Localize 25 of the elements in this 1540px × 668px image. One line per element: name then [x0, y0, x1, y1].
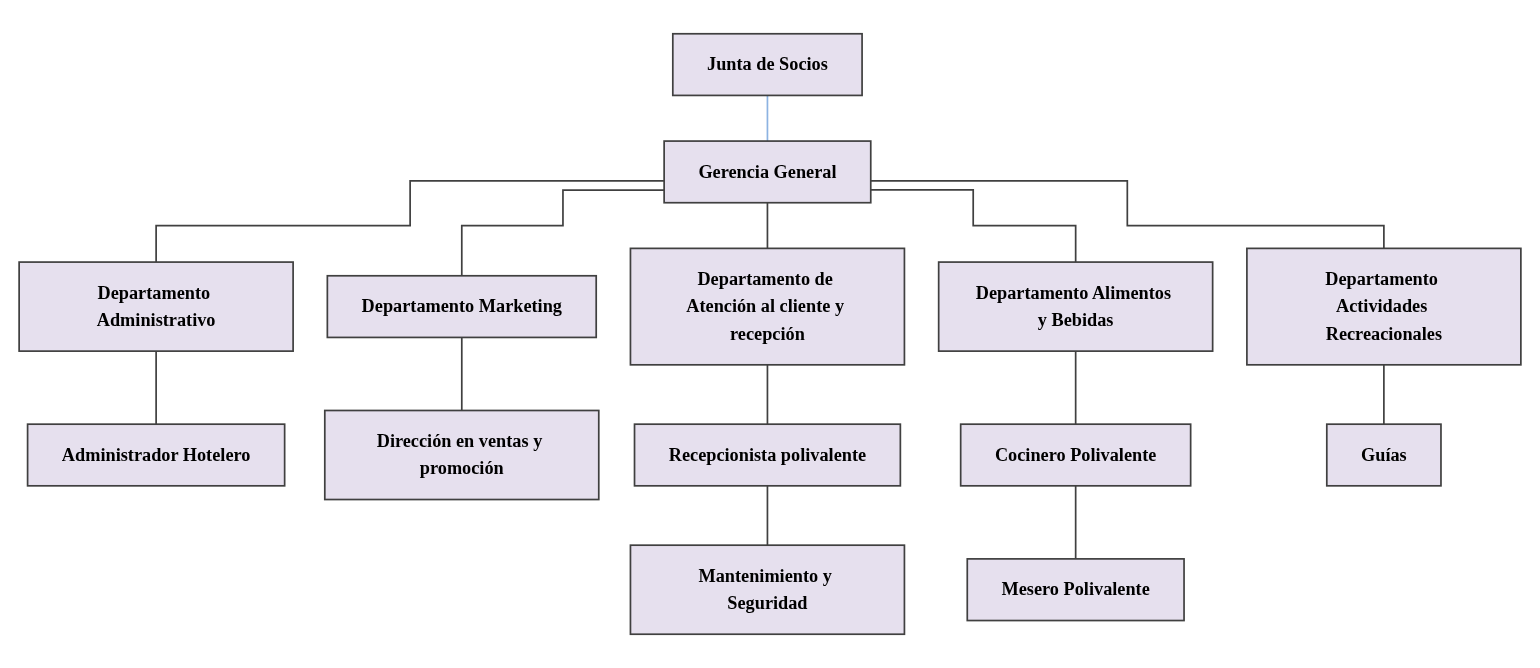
node-box: Departamento Marketing: [326, 274, 598, 339]
node-box: Departamento Alimentos y Bebidas: [937, 261, 1214, 352]
node-box: Departamento de Atención al cliente y recepción: [629, 247, 906, 366]
node-box: Guías: [1325, 423, 1442, 487]
connector: [766, 201, 769, 250]
node-box: Departamento Actividades Recreacionales: [1246, 247, 1522, 366]
node-box: Departamento Administrativo: [18, 261, 294, 352]
connector: [1074, 350, 1077, 426]
node-box: Gerencia General: [663, 140, 872, 204]
node-box: Mantenimiento y Seguridad: [629, 544, 906, 636]
node-box: Cocinero Polivalente: [959, 423, 1192, 487]
connector: [460, 189, 665, 277]
connector: [155, 180, 665, 263]
node-box: Junta de Socios: [671, 32, 863, 97]
connector: [1074, 484, 1077, 560]
node-box: Mesero Polivalente: [966, 558, 1185, 622]
node-box: Administrador Hotelero: [26, 423, 286, 487]
node-box: Recepcionista polivalente: [633, 423, 902, 487]
node-box: Dirección en ventas y promoción: [323, 409, 600, 501]
connector: [766, 484, 769, 547]
connector: [460, 336, 463, 412]
connector: [155, 350, 157, 426]
connector: [766, 363, 769, 426]
connector: [766, 94, 769, 142]
connector: [1383, 363, 1385, 426]
